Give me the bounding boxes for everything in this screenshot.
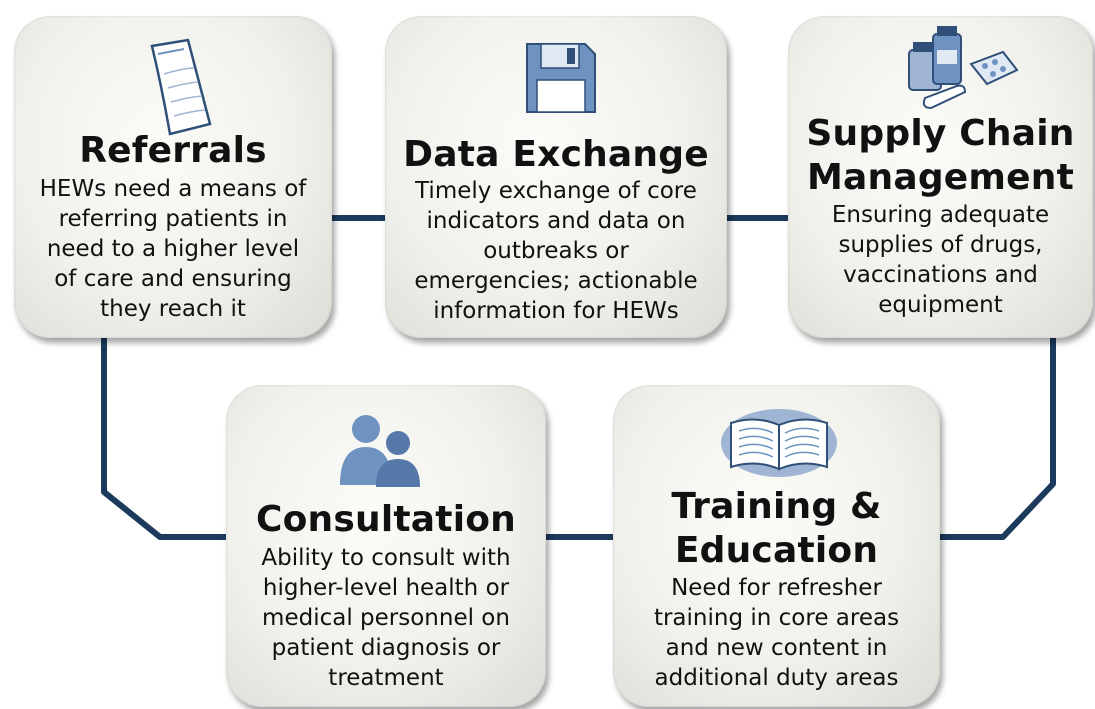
card-training-education: Training & Education Need for refresher … (613, 385, 940, 707)
description-line: Timely exchange of core (415, 178, 697, 204)
description-line: indicators and data on (426, 208, 686, 234)
description-line: treatment (328, 665, 444, 691)
title-line: Education (674, 530, 879, 571)
description-line: referring patients in (58, 206, 288, 232)
description-line: information for HEWs (433, 298, 679, 324)
title-line: Training & (671, 486, 882, 527)
title-line: Management (807, 157, 1074, 198)
card-consultation: Consultation Ability to consult with hig… (226, 385, 546, 707)
card-description: Ensuring adequate supplies of drugs, vac… (796, 200, 1085, 320)
referral-slip-icon (150, 38, 212, 136)
description-line: HEWs need a means of (39, 176, 307, 202)
description-line: Need for refresher (671, 575, 882, 601)
description-line: supplies of drugs, (838, 232, 1043, 258)
description-line: outbreaks or (483, 238, 629, 264)
card-title: Referrals (79, 130, 267, 171)
description-line: additional duty areas (654, 665, 899, 691)
card-description: Ability to consult with higher-level hea… (234, 543, 538, 693)
description-line: patient diagnosis or (271, 635, 501, 661)
card-title: Supply Chain Management (788, 112, 1093, 200)
description-line: and new content in (665, 635, 888, 661)
description-line: emergencies; actionable (414, 268, 698, 294)
open-book-icon (721, 409, 837, 477)
card-title: Consultation (256, 499, 516, 540)
connector-supply-training (938, 338, 1056, 540)
description-line: vaccinations and (843, 262, 1038, 288)
card-referrals: Referrals HEWs need a means of referring… (14, 16, 332, 338)
connector-referrals-consultation (101, 338, 228, 540)
card-supply-chain: Supply Chain Management Ensuring adequat… (788, 16, 1093, 338)
title-line: Supply Chain (806, 113, 1075, 154)
card-description: HEWs need a means of referring patients … (22, 174, 324, 324)
description-line: they reach it (100, 296, 246, 322)
card-data-exchange: Data Exchange Timely exchange of core in… (385, 16, 727, 338)
description-line: of care and ensuring (54, 266, 292, 292)
medicine-bottles-icon (908, 26, 1019, 110)
description-line: need to a higher level (46, 236, 300, 262)
card-title: Training & Education (613, 485, 940, 573)
card-description: Timely exchange of core indicators and d… (393, 176, 719, 326)
card-description: Need for refresher training in core area… (621, 573, 932, 693)
description-line: training in core areas (653, 605, 900, 631)
card-title: Data Exchange (403, 134, 709, 175)
description-line: medical personnel on (262, 605, 510, 631)
floppy-disk-icon (526, 43, 596, 113)
description-line: higher-level health or (262, 575, 510, 601)
description-line: equipment (878, 292, 1003, 318)
description-line: Ability to consult with (261, 545, 511, 571)
people-icon (340, 415, 420, 487)
description-line: Ensuring adequate (831, 202, 1050, 228)
